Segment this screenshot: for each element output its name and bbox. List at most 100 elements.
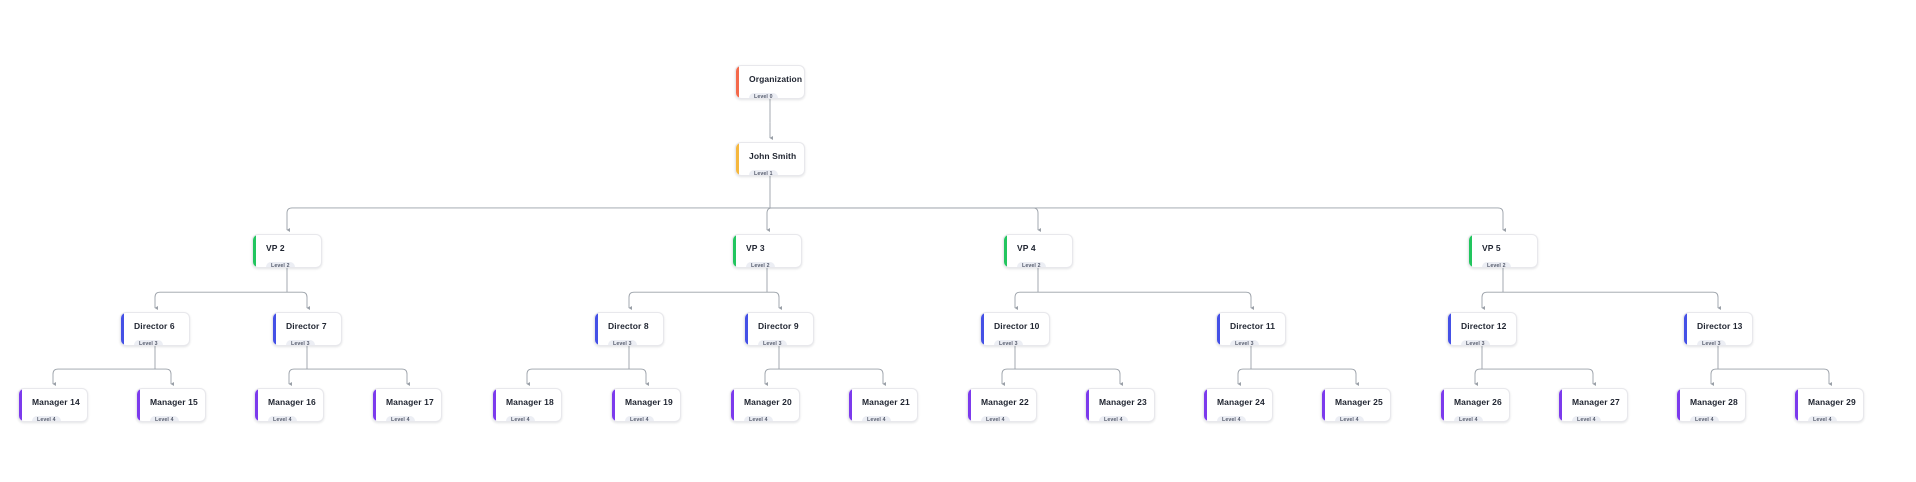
connector-line <box>307 368 410 386</box>
level-accent-bar <box>1469 235 1472 267</box>
node-level-badge: Level 2 <box>1017 261 1046 267</box>
connector-line <box>154 291 287 310</box>
connector-line <box>770 207 1041 232</box>
connector-line <box>629 368 649 386</box>
org-node-manager-23[interactable]: Manager 23 Level 4 <box>1085 388 1155 422</box>
node-level-badge: Level 4 <box>1808 415 1837 421</box>
node-title: VP 3 <box>746 243 765 253</box>
level-accent-bar <box>968 389 971 421</box>
level-accent-bar <box>19 389 22 421</box>
node-title: Manager 23 <box>1099 397 1147 407</box>
connector-line <box>1001 368 1015 386</box>
connector-line <box>1015 368 1123 386</box>
node-title: Manager 20 <box>744 397 792 407</box>
node-level-badge: Level 4 <box>150 415 179 421</box>
level-accent-bar <box>1217 313 1220 345</box>
org-node-vp-4[interactable]: VP 4 Level 2 <box>1003 234 1073 268</box>
node-level-badge: Level 3 <box>608 339 637 345</box>
connector-line <box>1014 291 1038 310</box>
node-level-badge: Level 4 <box>506 415 535 421</box>
level-accent-bar <box>493 389 496 421</box>
org-node-manager-29[interactable]: Manager 29 Level 4 <box>1794 388 1864 422</box>
node-title: Director 6 <box>134 321 175 331</box>
node-level-badge: Level 4 <box>862 415 891 421</box>
level-accent-bar <box>981 313 984 345</box>
level-accent-bar <box>1677 389 1680 421</box>
org-node-director-6[interactable]: Director 6 Level 3 <box>120 312 190 346</box>
org-node-manager-28[interactable]: Manager 28 Level 4 <box>1676 388 1746 422</box>
node-level-badge: Level 4 <box>386 415 415 421</box>
connector-line <box>779 368 886 386</box>
level-accent-bar <box>595 313 598 345</box>
node-level-badge: Level 3 <box>286 339 315 345</box>
level-accent-bar <box>1448 313 1451 345</box>
node-title: Manager 29 <box>1808 397 1856 407</box>
node-level-badge: Level 4 <box>981 415 1010 421</box>
org-node-manager-26[interactable]: Manager 26 Level 4 <box>1440 388 1510 422</box>
node-title: Director 11 <box>1230 321 1276 331</box>
level-accent-bar <box>736 143 739 175</box>
node-level-badge: Level 3 <box>134 339 163 345</box>
node-level-badge: Level 4 <box>268 415 297 421</box>
node-level-badge: Level 4 <box>1690 415 1719 421</box>
node-title: Manager 14 <box>32 397 80 407</box>
node-level-badge: Level 4 <box>1099 415 1128 421</box>
node-title: Manager 28 <box>1690 397 1738 407</box>
connector-line <box>52 368 155 386</box>
level-accent-bar <box>1559 389 1562 421</box>
level-accent-bar <box>273 313 276 345</box>
node-body: VP 4 Level 2 <box>1004 235 1072 267</box>
node-level-badge: Level 4 <box>1454 415 1483 421</box>
node-title: Manager 25 <box>1335 397 1383 407</box>
node-title: Director 12 <box>1461 321 1507 331</box>
connector-line <box>1481 291 1503 310</box>
connector-line <box>1710 368 1718 386</box>
node-title: VP 4 <box>1017 243 1036 253</box>
level-accent-bar <box>1684 313 1687 345</box>
node-level-badge: Level 1 <box>749 169 778 175</box>
node-body: Manager 26 Level 4 <box>1441 389 1509 421</box>
level-accent-bar <box>733 235 736 267</box>
connector-line <box>286 207 770 232</box>
node-title: Manager 26 <box>1454 397 1502 407</box>
node-body: Manager 23 Level 4 <box>1086 389 1154 421</box>
connector-line <box>1251 368 1359 386</box>
node-level-badge: Level 3 <box>1230 339 1259 345</box>
node-level-badge: Level 2 <box>266 261 295 267</box>
level-accent-bar <box>736 66 739 98</box>
level-accent-bar <box>849 389 852 421</box>
level-accent-bar <box>1441 389 1444 421</box>
connector-line <box>1482 368 1596 386</box>
org-node-director-11[interactable]: Director 11 Level 3 <box>1216 312 1286 346</box>
